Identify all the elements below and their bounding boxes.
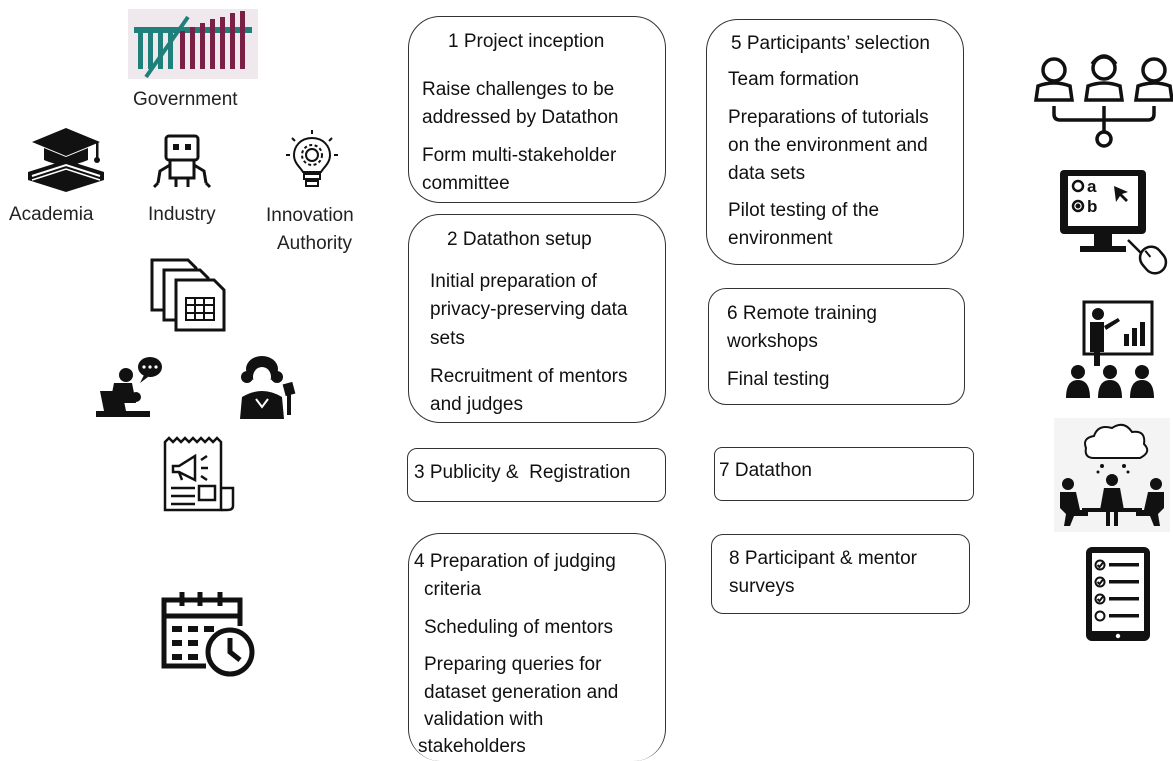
step-4-line: Scheduling of mentors <box>424 617 614 638</box>
step-6-title-line1: 6 Remote training <box>727 303 877 324</box>
step-2-datathon-setup-box <box>408 214 666 423</box>
step-2-line: sets <box>430 328 465 349</box>
step-5-line: on the environment and <box>728 135 928 156</box>
step-3-title: 3 Publicity & Registration <box>414 462 631 483</box>
government-label: Government <box>133 89 238 110</box>
innovation-label-line2: Authority <box>277 233 352 254</box>
step-6-line: Final testing <box>727 369 830 390</box>
step-5-line: Pilot testing of the <box>728 200 880 221</box>
step-7-datathon-box <box>714 447 974 501</box>
step-2-title: 2 Datathon setup <box>447 229 592 250</box>
lightbulb-gear-icon <box>286 130 338 187</box>
calendar-clock-icon <box>161 592 255 677</box>
industry-label: Industry <box>148 204 216 225</box>
step-4-line: Preparing queries for <box>424 654 602 675</box>
step-6-title-line2: workshops <box>727 331 818 352</box>
step-4-line: stakeholders <box>418 736 526 757</box>
step-2-line: Initial preparation of <box>430 271 597 292</box>
step-8-title-line1: 8 Participant & mentor <box>729 548 917 569</box>
step-1-line: committee <box>422 173 510 194</box>
team-meeting-icon <box>1054 418 1170 532</box>
step-3-publicity-registration-box <box>407 448 666 502</box>
step-4-title-line2: criteria <box>424 579 482 600</box>
step-5-title: 5 Participants’ selection <box>731 33 930 54</box>
step-5-line: data sets <box>728 163 806 184</box>
computer-poll-icon: a b <box>1060 170 1168 275</box>
robot-icon <box>152 134 212 189</box>
step-8-surveys-box <box>711 534 970 614</box>
documents-icon <box>150 258 226 332</box>
step-4-judging-criteria-box <box>408 533 666 761</box>
step-5-line: Team formation <box>728 69 859 90</box>
step-4-line: validation with <box>424 709 544 730</box>
step-4-line: dataset generation and <box>424 682 619 703</box>
judge-icon <box>240 356 296 419</box>
step-7-title: 7 Datathon <box>719 460 812 481</box>
step-8-title-line2: surveys <box>729 576 795 597</box>
team-selection-icon <box>1033 54 1173 148</box>
graduation-cap-icon <box>28 128 104 192</box>
step-4-title-line1: 4 Preparation of judging <box>414 551 616 572</box>
step-5-participants-selection-box <box>706 19 964 265</box>
step-2-line: privacy-preserving data <box>430 299 628 320</box>
presentation-training-icon <box>1066 300 1154 398</box>
newspaper-megaphone-icon <box>163 436 235 512</box>
academia-label: Academia <box>9 204 94 225</box>
step-1-line: Form multi-stakeholder <box>422 145 617 166</box>
mentor-icon <box>96 357 162 417</box>
step-2-line: Recruitment of mentors <box>430 366 628 387</box>
poll-option-b: b <box>1087 197 1097 216</box>
government-logo <box>128 9 258 79</box>
step-5-line: Preparations of tutorials <box>728 107 929 128</box>
step-2-line: and judges <box>430 394 523 415</box>
poll-option-a: a <box>1087 177 1097 196</box>
innovation-label-line1: Innovation <box>266 205 354 226</box>
step-1-line: Raise challenges to be <box>422 79 615 100</box>
survey-tablet-icon <box>1086 547 1150 641</box>
step-1-project-inception-box <box>408 16 666 203</box>
step-1-title: 1 Project inception <box>448 31 605 52</box>
step-6-remote-training-box <box>708 288 965 405</box>
step-1-line: addressed by Datathon <box>422 107 619 128</box>
step-5-line: environment <box>728 228 833 249</box>
